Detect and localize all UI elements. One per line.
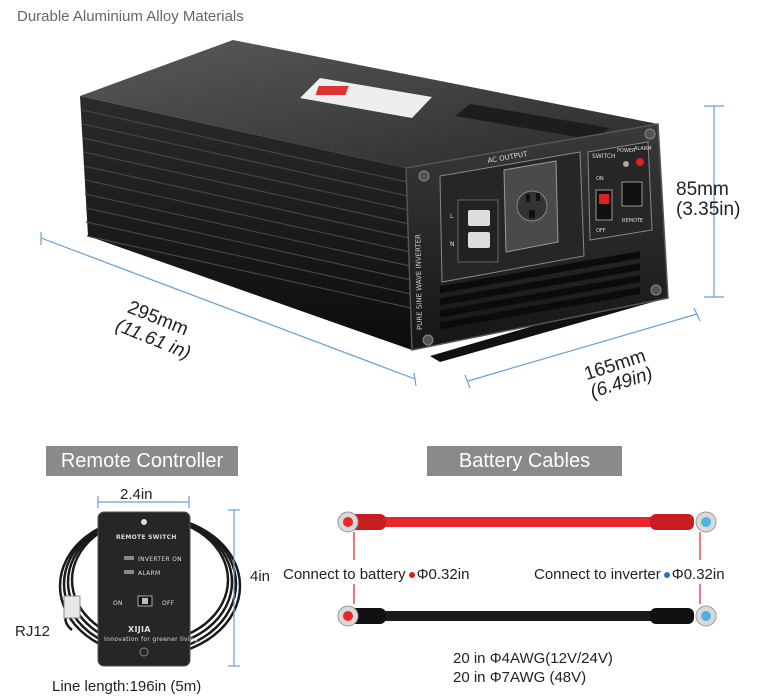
- battery-dot-icon: [408, 572, 415, 578]
- remote-alarm-label: ALARM: [138, 570, 161, 577]
- battery-cables-title: Battery Cables: [427, 446, 622, 476]
- terminal-l-label: L: [450, 213, 454, 220]
- cable-spec-48: 20 in Φ7AWG (48V): [453, 669, 587, 686]
- connect-inverter-label: Connect to inverter Φ0.32in: [534, 566, 725, 583]
- inverter-dot-icon: [663, 572, 670, 578]
- remote-dimension-lines: [97, 496, 240, 667]
- cable-spec-12-24: 20 in Φ4AWG(12V/24V): [453, 650, 613, 667]
- red-cable: [360, 517, 676, 527]
- battery-cables-illustration: [337, 511, 717, 627]
- remote-inverter-on-label: INVERTER ON: [138, 556, 182, 563]
- remote-label: REMOTE: [622, 218, 643, 224]
- switch-label: SWITCH: [592, 153, 616, 160]
- remote-tagline-label: Innovation for greener living: [104, 636, 199, 643]
- front-vents: [440, 251, 640, 330]
- page-heading: Durable Aluminium Alloy Materials: [17, 8, 244, 25]
- side-label: PURE SINE WAVE INVERTER: [414, 234, 424, 330]
- terminal-block: [457, 199, 499, 263]
- rj12-plug: [63, 595, 81, 619]
- on-label: ON: [596, 176, 604, 182]
- remote-off-label: OFF: [162, 600, 175, 607]
- connect-inverter-text: Connect to inverter: [534, 566, 661, 583]
- alarm-label: ALARM: [634, 146, 652, 152]
- top-label-logo: [315, 86, 349, 95]
- remote-device-body: [97, 511, 191, 667]
- inverter-size-text: Φ0.32in: [671, 566, 725, 583]
- line-length-label: Line length:196in (5m): [52, 678, 202, 695]
- height-mm-label: 85mm: [676, 179, 729, 200]
- remote-brand-label: XIJIA: [128, 625, 151, 634]
- remote-width-label: 2.4in: [120, 486, 153, 503]
- connect-battery-label: Connect to battery Φ0.32in: [283, 566, 469, 583]
- connect-battery-text: Connect to battery: [283, 566, 406, 583]
- remote-controller-title: Remote Controller: [46, 446, 238, 476]
- terminal-n-label: N: [450, 241, 455, 248]
- side-fins: [81, 109, 412, 309]
- remote-height-label: 4in: [250, 568, 271, 585]
- power-label: POWER: [617, 148, 636, 154]
- height-in-label: (3.35in): [676, 199, 741, 220]
- remote-device-header: REMOTE SWITCH: [116, 534, 177, 541]
- inverter-illustration: AC OUTPUT SWITCH POWER ALARM ON OFF REMO…: [40, 40, 724, 389]
- battery-size-text: Φ0.32in: [416, 566, 470, 583]
- inverter-side-face: [80, 96, 412, 350]
- remote-on-label: ON: [113, 600, 123, 607]
- off-label: OFF: [596, 228, 606, 234]
- cable-guide-lines: [353, 532, 701, 604]
- remote-port-graphic: [621, 181, 643, 207]
- dimension-lines: [40, 105, 724, 389]
- rj12-label: RJ12: [15, 623, 51, 640]
- remote-controller-illustration: [58, 496, 242, 667]
- black-cable: [360, 611, 676, 621]
